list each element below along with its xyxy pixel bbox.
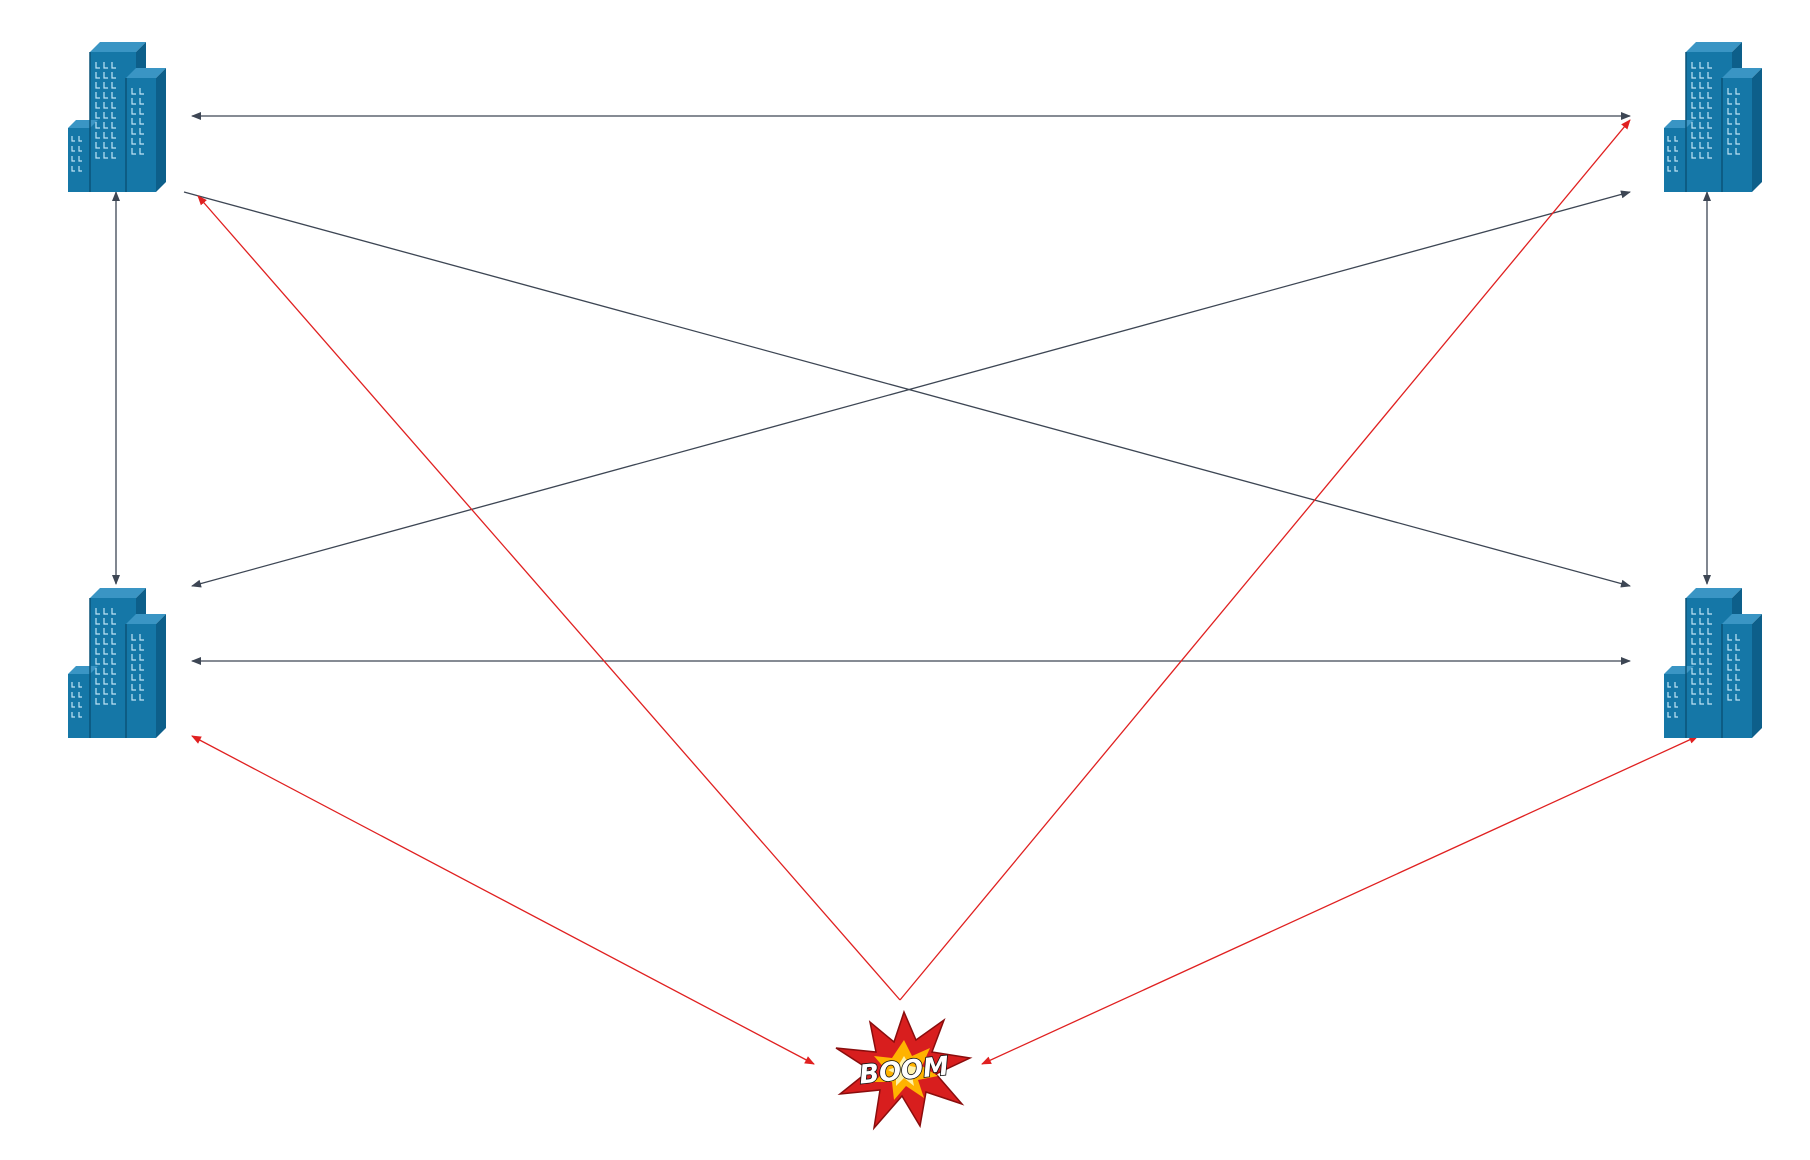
explosion-icon[interactable]: BOOM <box>835 1009 973 1131</box>
link-explosion-to-building-top-right <box>899 119 1631 1001</box>
link-building-bottom-left-to-explosion <box>191 735 815 1065</box>
building-top-right-icon[interactable] <box>1663 41 1763 193</box>
link-explosion-to-building-top-left <box>197 195 901 1001</box>
connection-links <box>112 112 1711 1065</box>
building-bottom-left-icon[interactable] <box>67 587 167 739</box>
building-bottom-right-icon[interactable] <box>1663 587 1763 739</box>
link-building-top-right-to-building-bottom-left <box>191 190 1631 588</box>
building-top-left-icon[interactable] <box>67 41 167 193</box>
link-building-bottom-right-to-explosion <box>981 735 1699 1065</box>
